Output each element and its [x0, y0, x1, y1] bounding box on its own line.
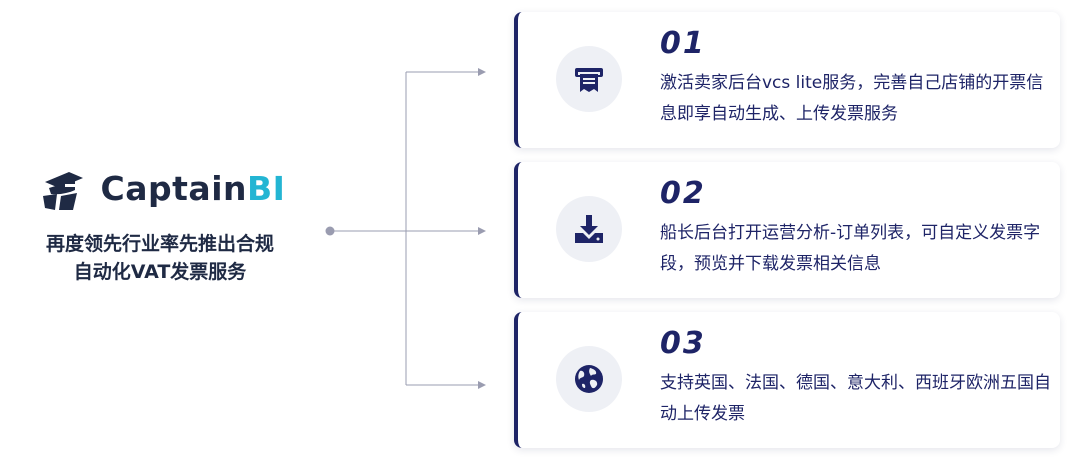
feature-icon-circle	[556, 346, 622, 412]
feature-icon-circle	[556, 46, 622, 112]
feature-card-2: 02 船长后台打开运营分析-订单列表，可自定义发票字段，预览并下载发票相关信息	[514, 162, 1060, 298]
feature-icon-circle	[556, 196, 622, 262]
logo: CaptainBI	[0, 160, 320, 216]
download-icon	[575, 215, 603, 243]
tagline-line-1: 再度领先行业率先推出合规	[45, 233, 274, 255]
feature-number: 02	[660, 176, 706, 211]
connector-dot	[325, 226, 335, 236]
feature-card-3: 03 支持英国、法国、德国、意大利、西班牙欧洲五国自动上传发票	[514, 312, 1060, 448]
tagline-line-2: 自动化VAT发票服务	[73, 261, 247, 283]
logo-text-accent: BI	[247, 168, 286, 208]
logo-text: CaptainBI	[100, 168, 286, 208]
captain-hat-logo-icon	[42, 172, 83, 210]
arrow-head-2	[478, 227, 486, 235]
feature-number: 01	[660, 26, 706, 61]
feature-card-1: 01 激活卖家后台vcs lite服务，完善自己店铺的开票信息即享自动生成、上传…	[514, 12, 1060, 148]
arrow-head-1	[478, 68, 486, 76]
tagline: 再度领先行业率先推出合规 自动化VAT发票服务	[0, 230, 320, 286]
feature-description: 支持英国、法国、德国、意大利、西班牙欧洲五国自动上传发票	[660, 373, 1051, 424]
invoice-printer-icon	[575, 68, 603, 92]
arrow-head-3	[478, 381, 486, 389]
globe-icon	[575, 365, 603, 393]
brand-block: CaptainBI 再度领先行业率先推出合规 自动化VAT发票服务	[0, 160, 320, 286]
feature-description: 激活卖家后台vcs lite服务，完善自己店铺的开票信息即享自动生成、上传发票服…	[660, 73, 1044, 124]
feature-description: 船长后台打开运营分析-订单列表，可自定义发票字段，预览并下载发票相关信息	[660, 223, 1041, 274]
feature-number: 03	[660, 326, 706, 361]
